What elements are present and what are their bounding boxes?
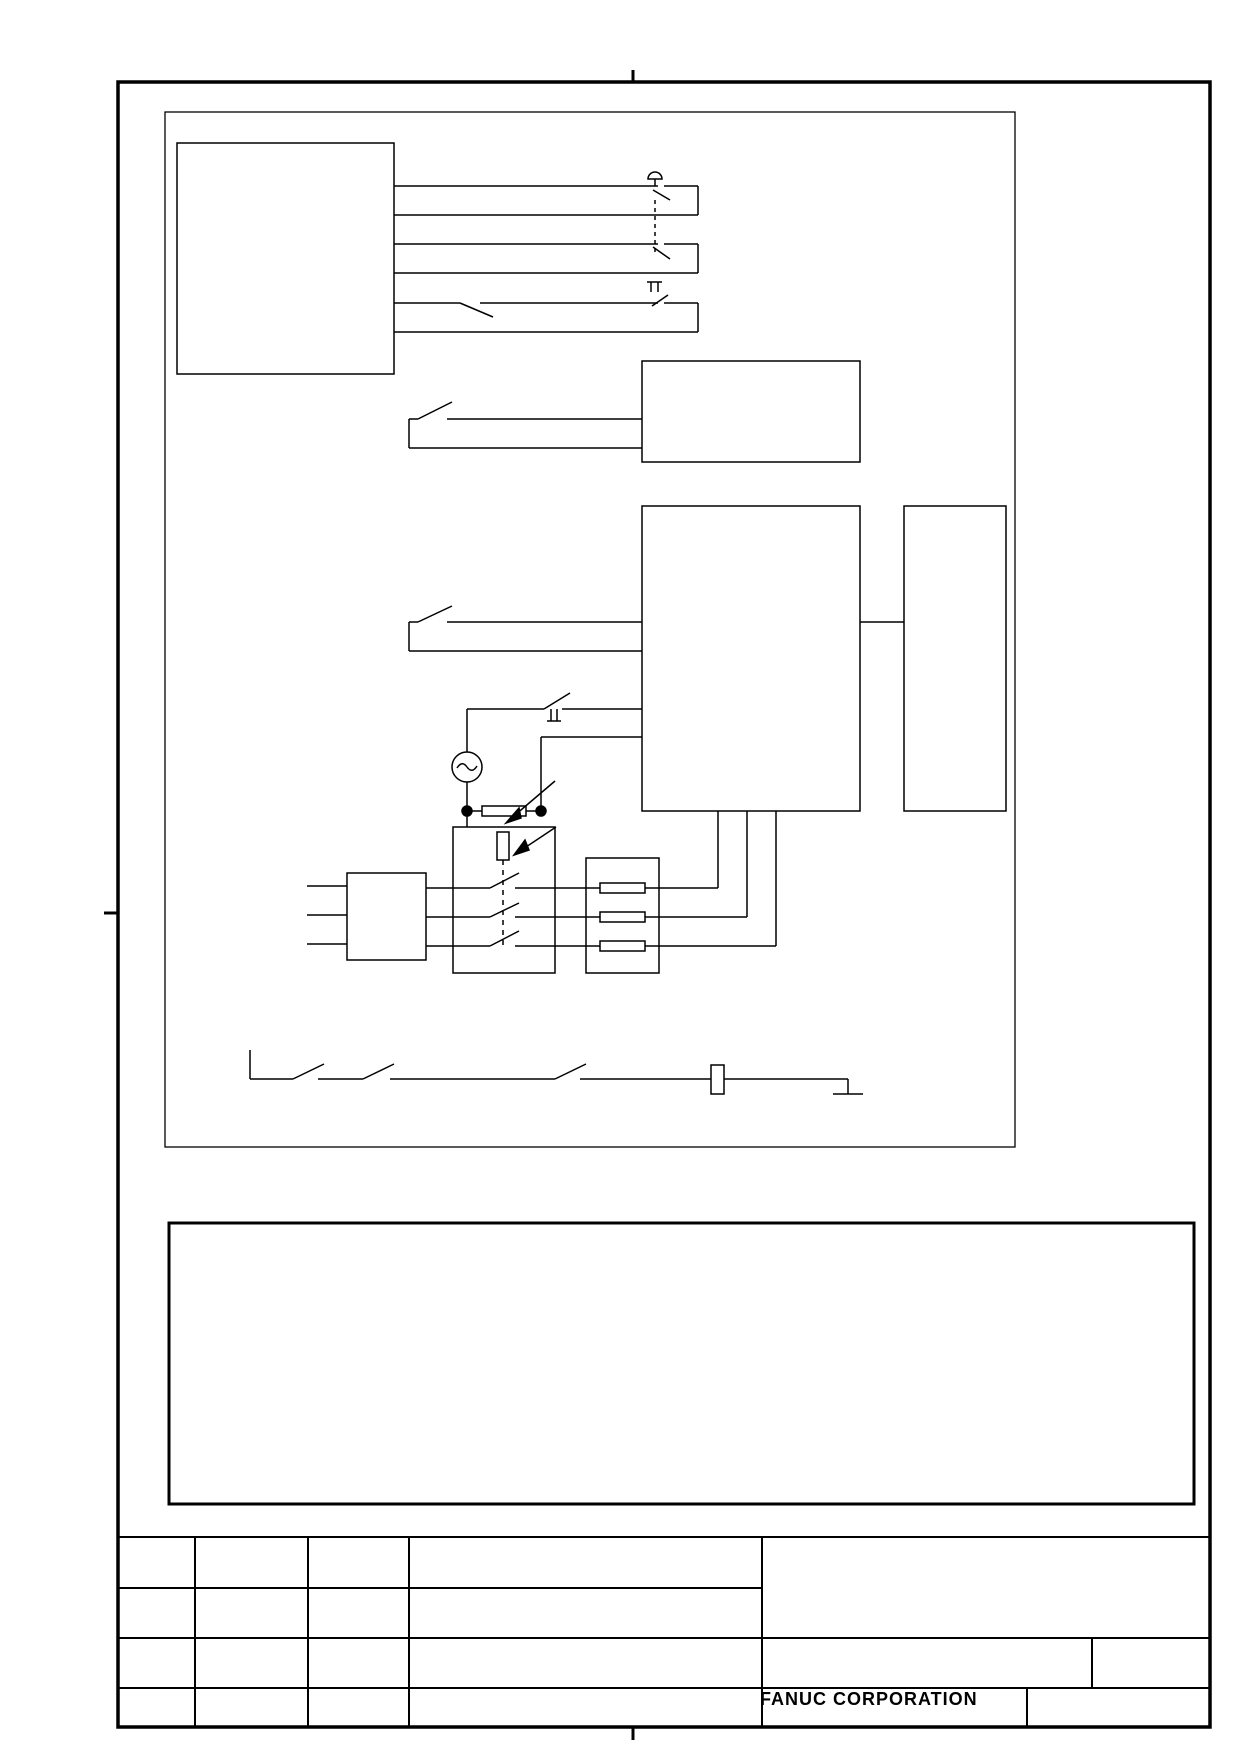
power-section	[307, 811, 777, 974]
notes-box	[167, 1221, 1196, 1506]
ac-source-circuit	[451, 692, 642, 974]
emergency-stop-circuit	[394, 171, 699, 274]
main-unit	[641, 505, 861, 812]
title-block	[118, 1536, 1210, 1727]
schematic-frame	[164, 111, 1016, 1148]
company-name: FANUC CORPORATION	[760, 1689, 978, 1709]
interlock-circuit	[394, 281, 699, 333]
switch-main-input	[408, 605, 642, 652]
control-block-middle	[641, 360, 861, 463]
relay-circuit	[249, 1050, 863, 1095]
switch-middle	[408, 401, 642, 449]
sheet-border	[104, 70, 1212, 1740]
control-block-top-left	[176, 142, 395, 375]
schematic	[176, 142, 1007, 1095]
side-unit	[903, 505, 1007, 812]
